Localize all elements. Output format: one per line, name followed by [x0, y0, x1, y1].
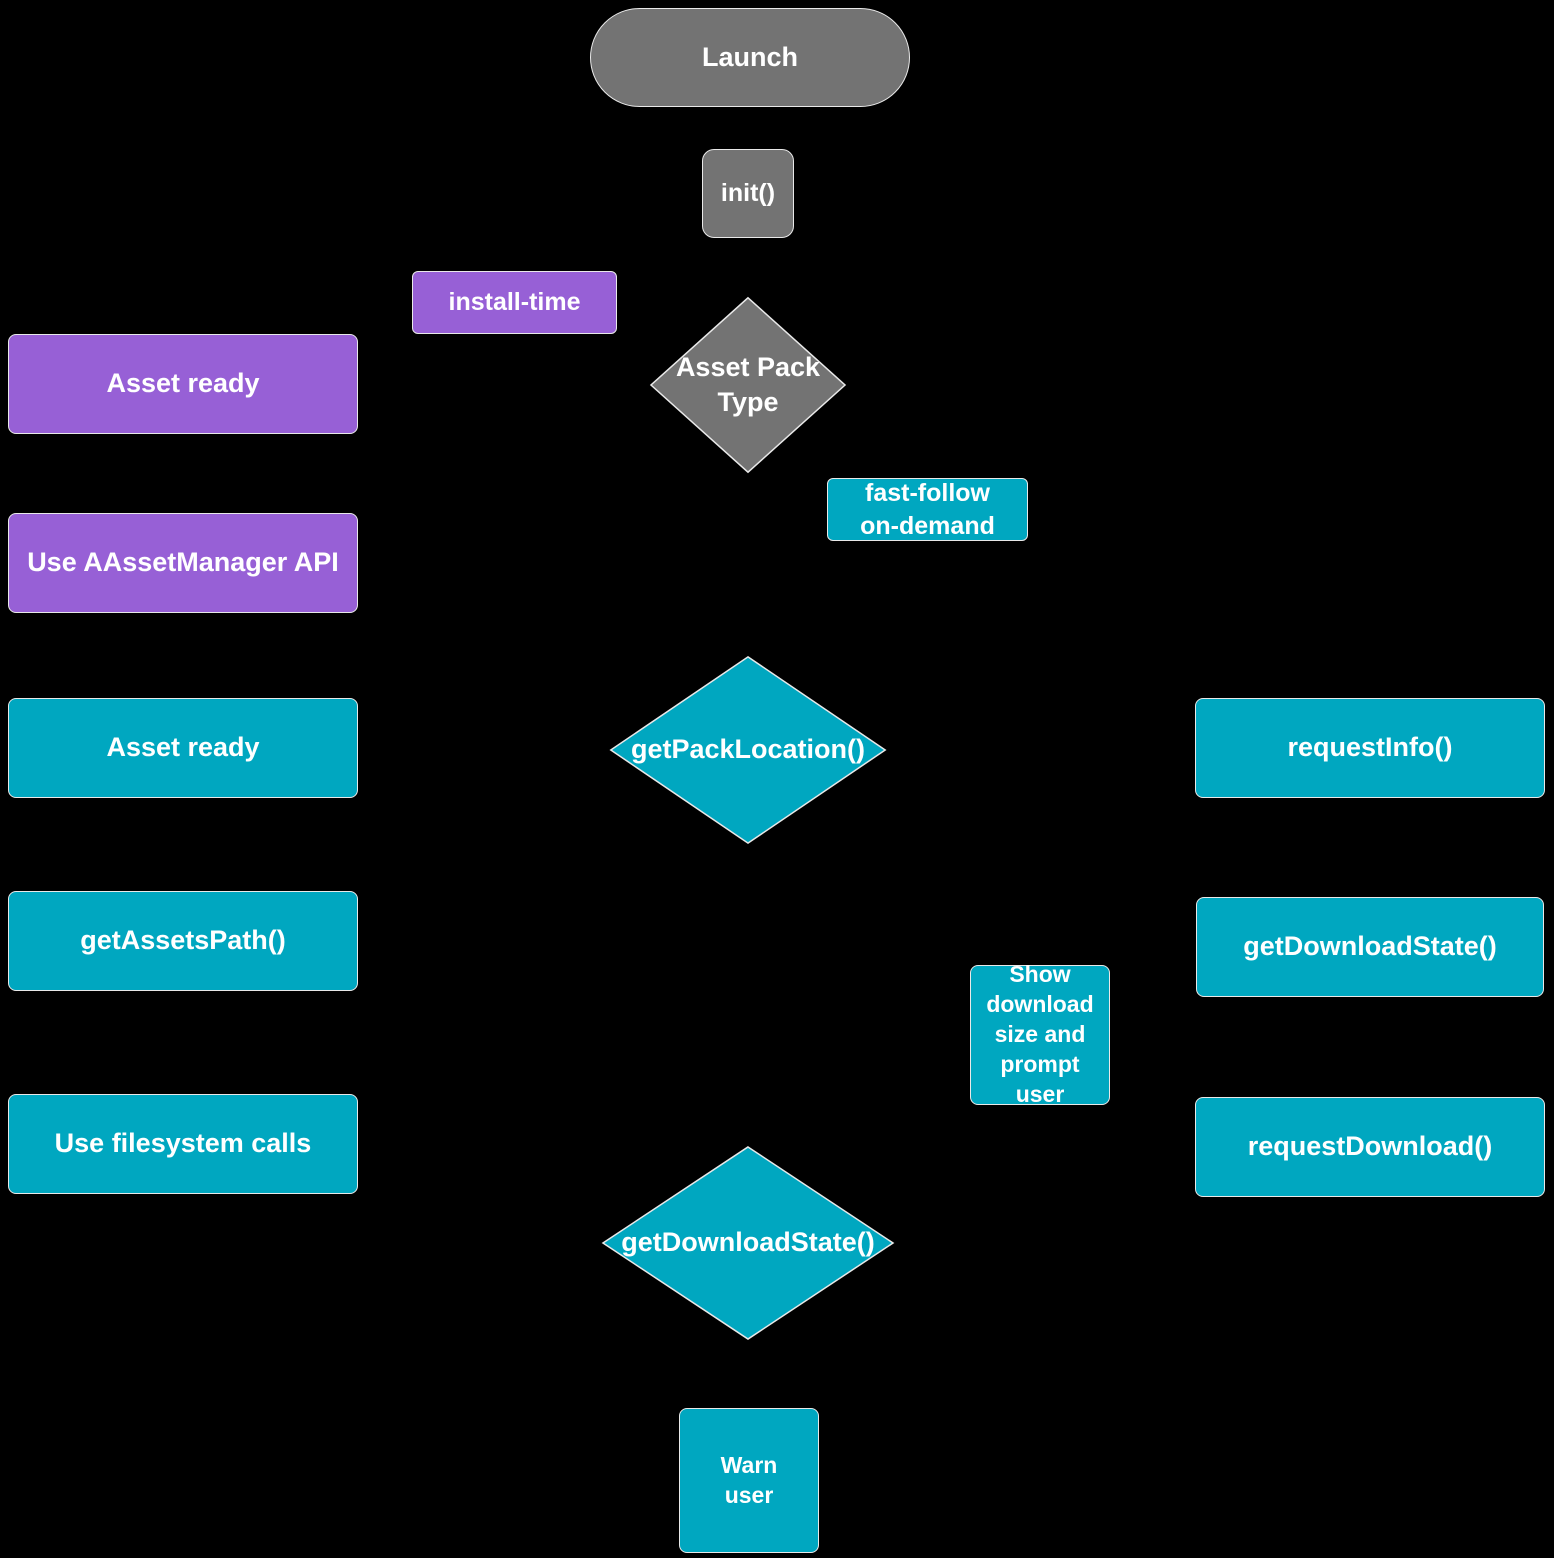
node-label: getDownloadState() [1243, 931, 1497, 962]
decision-get-pack-location: getPackLocation() [608, 655, 888, 845]
diamond-shape [608, 655, 888, 845]
node-label: init() [720, 179, 776, 208]
decision-asset-pack-type: Asset Pack Type [649, 296, 847, 474]
node-label: getDownloadState() [621, 1227, 875, 1258]
node-use-aassetmanager-api: Use AAssetManager API [8, 513, 358, 613]
node-init: init() [702, 149, 794, 238]
diamond-shape [600, 1145, 896, 1341]
node-label: install-time [448, 288, 581, 317]
node-warn-user: Warn user [679, 1408, 819, 1553]
node-request-info: requestInfo() [1195, 698, 1545, 798]
node-request-download: requestDownload() [1195, 1097, 1545, 1197]
node-label: Use filesystem calls [54, 1128, 312, 1159]
node-label: Asset Pack Type [675, 351, 821, 417]
diamond-shape [649, 296, 847, 474]
node-get-download-state: getDownloadState() [1196, 897, 1544, 997]
node-label: Asset ready [106, 732, 260, 763]
node-get-assets-path: getAssetsPath() [8, 891, 358, 991]
node-label: Use AAssetManager API [27, 547, 339, 578]
node-label: Show download size and prompt user [986, 961, 1094, 1107]
node-label: getAssetsPath() [80, 925, 286, 956]
edge-label-fast-follow-on-demand: fast-follow on-demand [827, 478, 1028, 541]
node-launch: Launch [590, 8, 910, 107]
node-show-download-size-prompt-user: Show download size and prompt user [970, 961, 1110, 1107]
node-label: requestDownload() [1247, 1131, 1493, 1162]
edge-label-install-time: install-time [412, 271, 617, 334]
node-label: requestInfo() [1287, 732, 1453, 763]
node-asset-ready-install-time: Asset ready [8, 334, 358, 434]
node-label: Asset ready [106, 368, 260, 399]
node-asset-ready-download: Asset ready [8, 698, 358, 798]
node-label: Launch [701, 41, 798, 72]
node-use-filesystem-calls: Use filesystem calls [8, 1094, 358, 1194]
node-label: getPackLocation() [630, 734, 866, 765]
node-label: Warn user [720, 1451, 778, 1508]
node-label: fast-follow on-demand [860, 479, 995, 540]
decision-get-download-state: getDownloadState() [600, 1145, 896, 1341]
